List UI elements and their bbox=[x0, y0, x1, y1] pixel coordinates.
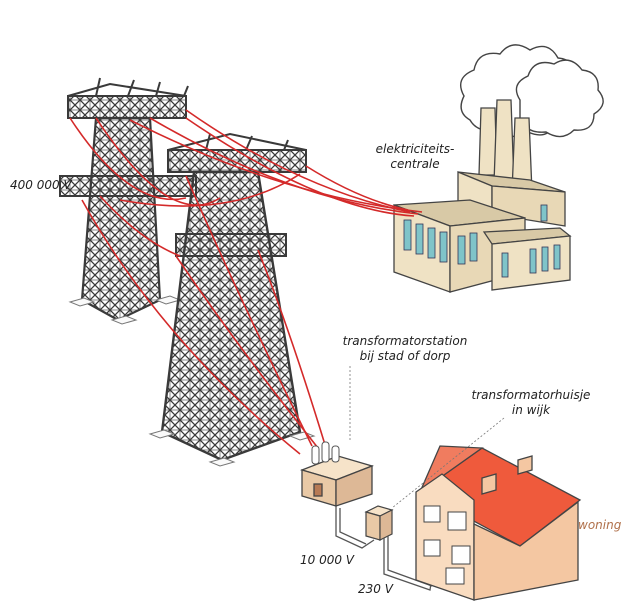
transformer-station-label-line2: bij stad of dorp bbox=[359, 349, 451, 363]
plant-windows bbox=[403, 204, 561, 278]
power-plant-label-line2: centrale bbox=[390, 157, 440, 171]
transformer-station-label: transformatorstation bij stad of dorp bbox=[338, 334, 472, 364]
power-plant-label-line1: elektriciteits- bbox=[375, 142, 455, 156]
transformer-kiosk-label-line2: in wijk bbox=[511, 403, 551, 417]
house-label: woning bbox=[578, 518, 622, 532]
pylon-right bbox=[148, 132, 316, 467]
power-plant bbox=[393, 44, 604, 293]
voltage-400kv-label: 400 000 V bbox=[10, 178, 72, 192]
voltage-10kv-label: 10 000 V bbox=[300, 553, 355, 567]
transformer-station bbox=[299, 441, 375, 507]
pylon-left bbox=[59, 77, 197, 325]
transformer-kiosk-label: transformatorhuisje in wijk bbox=[468, 388, 594, 418]
power-plant-label: elektriciteits- centrale bbox=[372, 142, 458, 172]
power-lines bbox=[69, 109, 423, 455]
transformer-kiosk bbox=[364, 505, 394, 541]
transformer-station-label-line1: transformatorstation bbox=[342, 334, 468, 348]
voltage-230v-label: 230 V bbox=[358, 582, 393, 596]
transformer-kiosk-label-line1: transformatorhuisje bbox=[471, 388, 591, 402]
house bbox=[415, 445, 582, 601]
